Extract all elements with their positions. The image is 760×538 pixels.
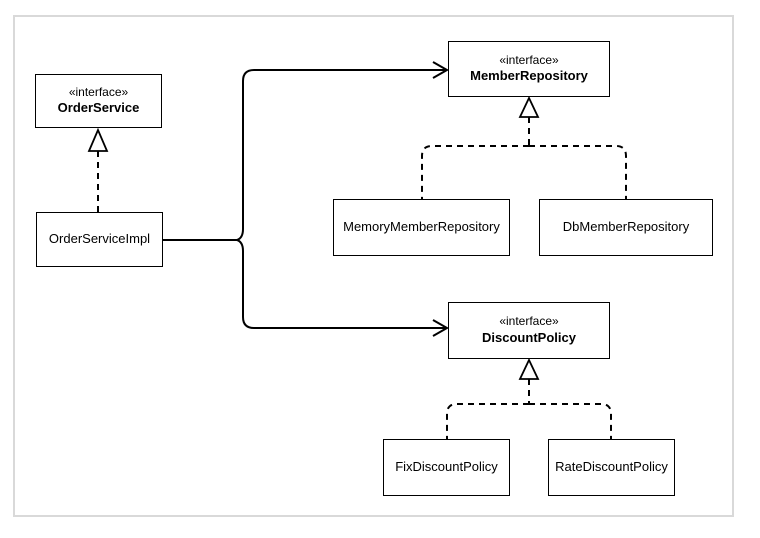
node-discount-policy-interface: «interface» DiscountPolicy: [448, 302, 610, 359]
stereotype-label: «interface»: [499, 52, 559, 67]
class-name-label: OrderServiceImpl: [48, 231, 151, 247]
stereotype-label: «interface»: [68, 84, 129, 99]
node-memory-member-repository: MemoryMemberRepository: [333, 199, 510, 256]
node-fix-discount-policy: FixDiscountPolicy: [383, 439, 510, 496]
class-name-label: RateDiscountPolicy: [555, 459, 668, 475]
node-db-member-repository: DbMemberRepository: [539, 199, 713, 256]
class-name-label: OrderService: [57, 100, 140, 116]
class-name-label: DiscountPolicy: [482, 329, 576, 345]
node-member-repository-interface: «interface» MemberRepository: [448, 41, 610, 97]
stereotype-label: «interface»: [499, 314, 559, 329]
class-name-label: MemoryMemberRepository: [343, 219, 500, 235]
node-order-service-interface: «interface» OrderService: [35, 74, 162, 128]
class-name-label: FixDiscountPolicy: [395, 459, 498, 475]
node-order-service-impl: OrderServiceImpl: [36, 212, 163, 267]
node-rate-discount-policy: RateDiscountPolicy: [548, 439, 675, 496]
class-name-label: DbMemberRepository: [562, 219, 690, 235]
class-name-label: MemberRepository: [470, 68, 588, 84]
